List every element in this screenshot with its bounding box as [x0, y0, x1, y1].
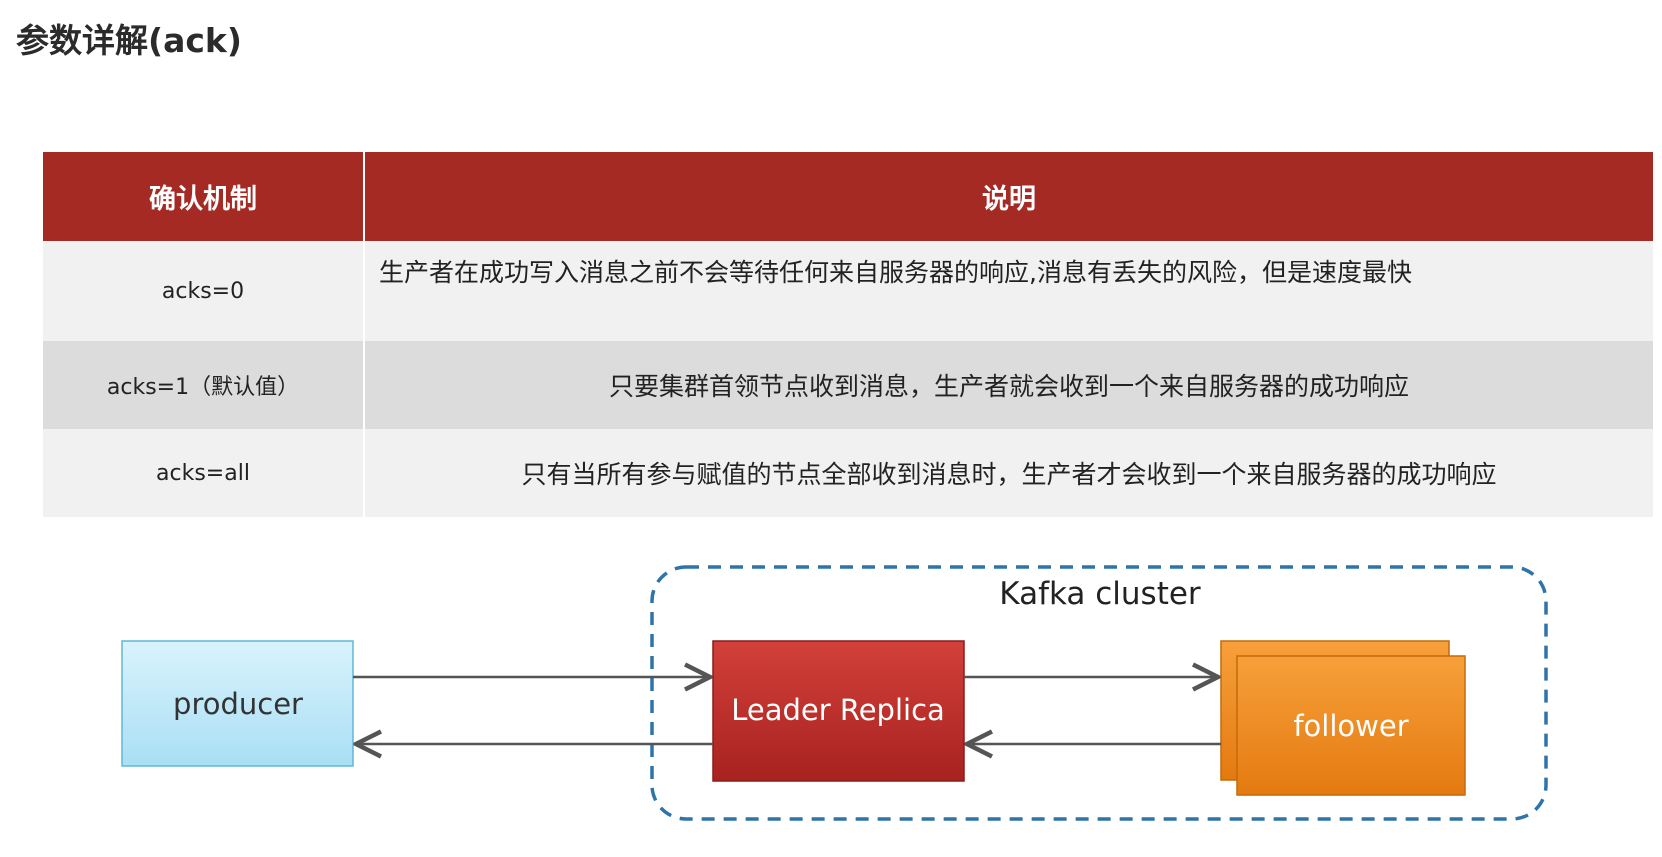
follower-box-back [1220, 640, 1450, 781]
mechanism-cell: acks=all [43, 429, 365, 517]
mechanism-cell: acks=0 [43, 241, 365, 341]
table-row: acks=1（默认值） 只要集群首领节点收到消息，生产者就会收到一个来自服务器的… [43, 341, 1653, 429]
ack-table: 确认机制 说明 acks=0 生产者在成功写入消息之前不会等待任何来自服务器的响… [43, 152, 1653, 517]
follower-box [1236, 655, 1466, 796]
producer-box [121, 640, 354, 767]
follower-label: follower [1293, 709, 1408, 743]
header-mechanism: 确认机制 [43, 152, 365, 241]
kafka-cluster-boundary [650, 565, 1548, 821]
description-cell: 只有当所有参与赋值的节点全部收到消息时，生产者才会收到一个来自服务器的成功响应 [364, 429, 1653, 517]
producer-label: producer [173, 687, 303, 721]
description-cell: 只要集群首领节点收到消息，生产者就会收到一个来自服务器的成功响应 [364, 341, 1653, 429]
header-description: 说明 [364, 152, 1653, 241]
page-title: 参数详解(ack) [16, 21, 242, 60]
description-cell: 生产者在成功写入消息之前不会等待任何来自服务器的响应,消息有丢失的风险，但是速度… [364, 241, 1653, 341]
leader-replica-box [712, 640, 965, 782]
table-row: acks=0 生产者在成功写入消息之前不会等待任何来自服务器的响应,消息有丢失的… [43, 241, 1653, 341]
leader-replica-label: Leader Replica [731, 693, 945, 727]
table-header-row: 确认机制 说明 [43, 152, 1653, 241]
kafka-cluster-label: Kafka cluster [999, 576, 1201, 612]
mechanism-cell: acks=1（默认值） [43, 341, 365, 429]
table-row: acks=all 只有当所有参与赋值的节点全部收到消息时，生产者才会收到一个来自… [43, 429, 1653, 517]
